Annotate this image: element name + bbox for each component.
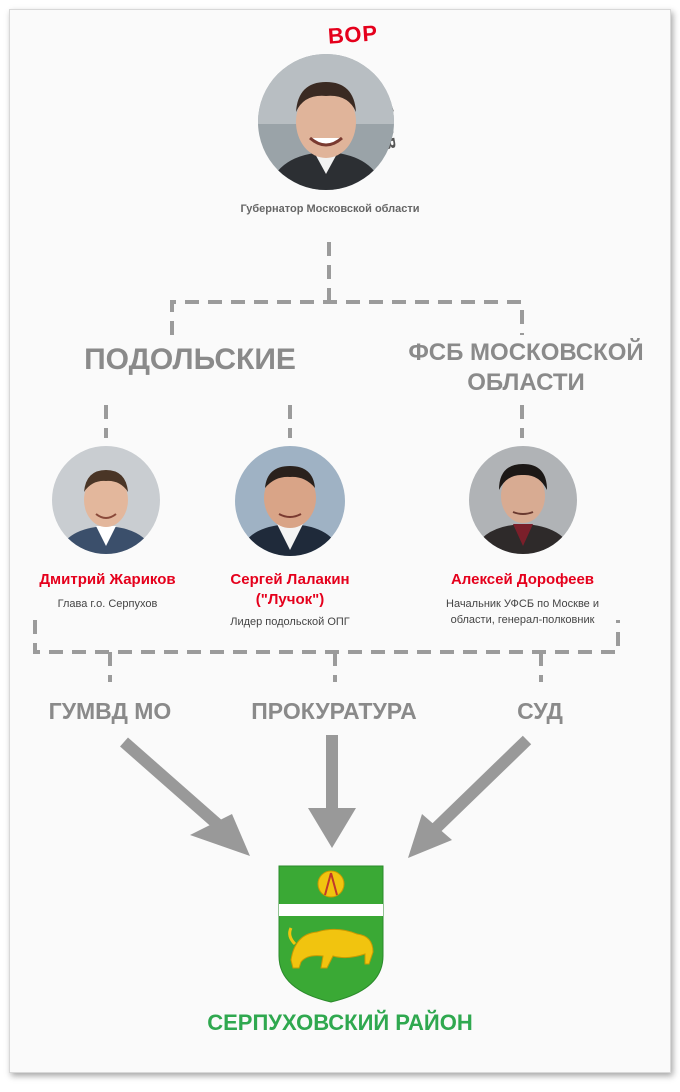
governor-caption: Губернатор Московской области	[240, 203, 420, 215]
agency-court: СУД	[517, 698, 563, 724]
coat-of-arms-icon	[278, 865, 384, 1003]
person-role-dorofeev-line1: Начальник УФСБ по Москве и	[446, 598, 599, 610]
portrait-icon	[469, 446, 577, 554]
group-label-fsb-line2: ОБЛАСТИ	[467, 369, 585, 396]
arrow-head-center	[308, 808, 356, 848]
connector-branch-top	[170, 300, 524, 335]
governor-photo	[258, 54, 394, 190]
person-role-lalakin: Лидер подольской ОПГ	[230, 616, 350, 628]
portrait-icon	[235, 446, 345, 556]
agency-gumvd: ГУМВД МО	[48, 698, 172, 724]
region-label: СЕРПУХОВСКИЙ РАЙОН	[207, 1010, 473, 1035]
person-name-dorofeev: Алексей Дорофеев	[450, 571, 595, 588]
person-photo-dorofeev	[469, 446, 577, 554]
portrait-icon	[52, 446, 160, 554]
person-name-lalakin-line1: Сергей Лалакин	[230, 571, 350, 588]
group-label-fsb-line1: ФСБ МОСКОВСКОЙ	[408, 339, 644, 366]
group-label-podolsk: ПОДОЛЬСКИЕ	[84, 343, 296, 376]
top-name-prefix: ВОР	[327, 20, 379, 49]
arrow-shaft-right	[427, 735, 532, 837]
portrait-icon	[258, 54, 394, 190]
person-photo-zharikov	[52, 446, 160, 554]
person-role-dorofeev-line2: области, генерал-полковник	[450, 614, 595, 626]
agency-prosecutor: ПРОКУРАТУРА	[251, 698, 417, 724]
coat-of-arms	[277, 864, 385, 1004]
person-photo-lalakin	[235, 446, 345, 556]
arrow-head-left	[190, 814, 250, 856]
person-name-zharikov: Дмитрий Жариков	[39, 571, 176, 588]
arrow-shaft-left	[120, 737, 228, 835]
person-name-lalakin-line2: ("Лучок")	[255, 591, 325, 608]
person-role-zharikov: Глава г.о. Серпухов	[57, 598, 158, 610]
connector-people-bottom	[33, 620, 620, 654]
arrow-head-right	[408, 814, 452, 858]
